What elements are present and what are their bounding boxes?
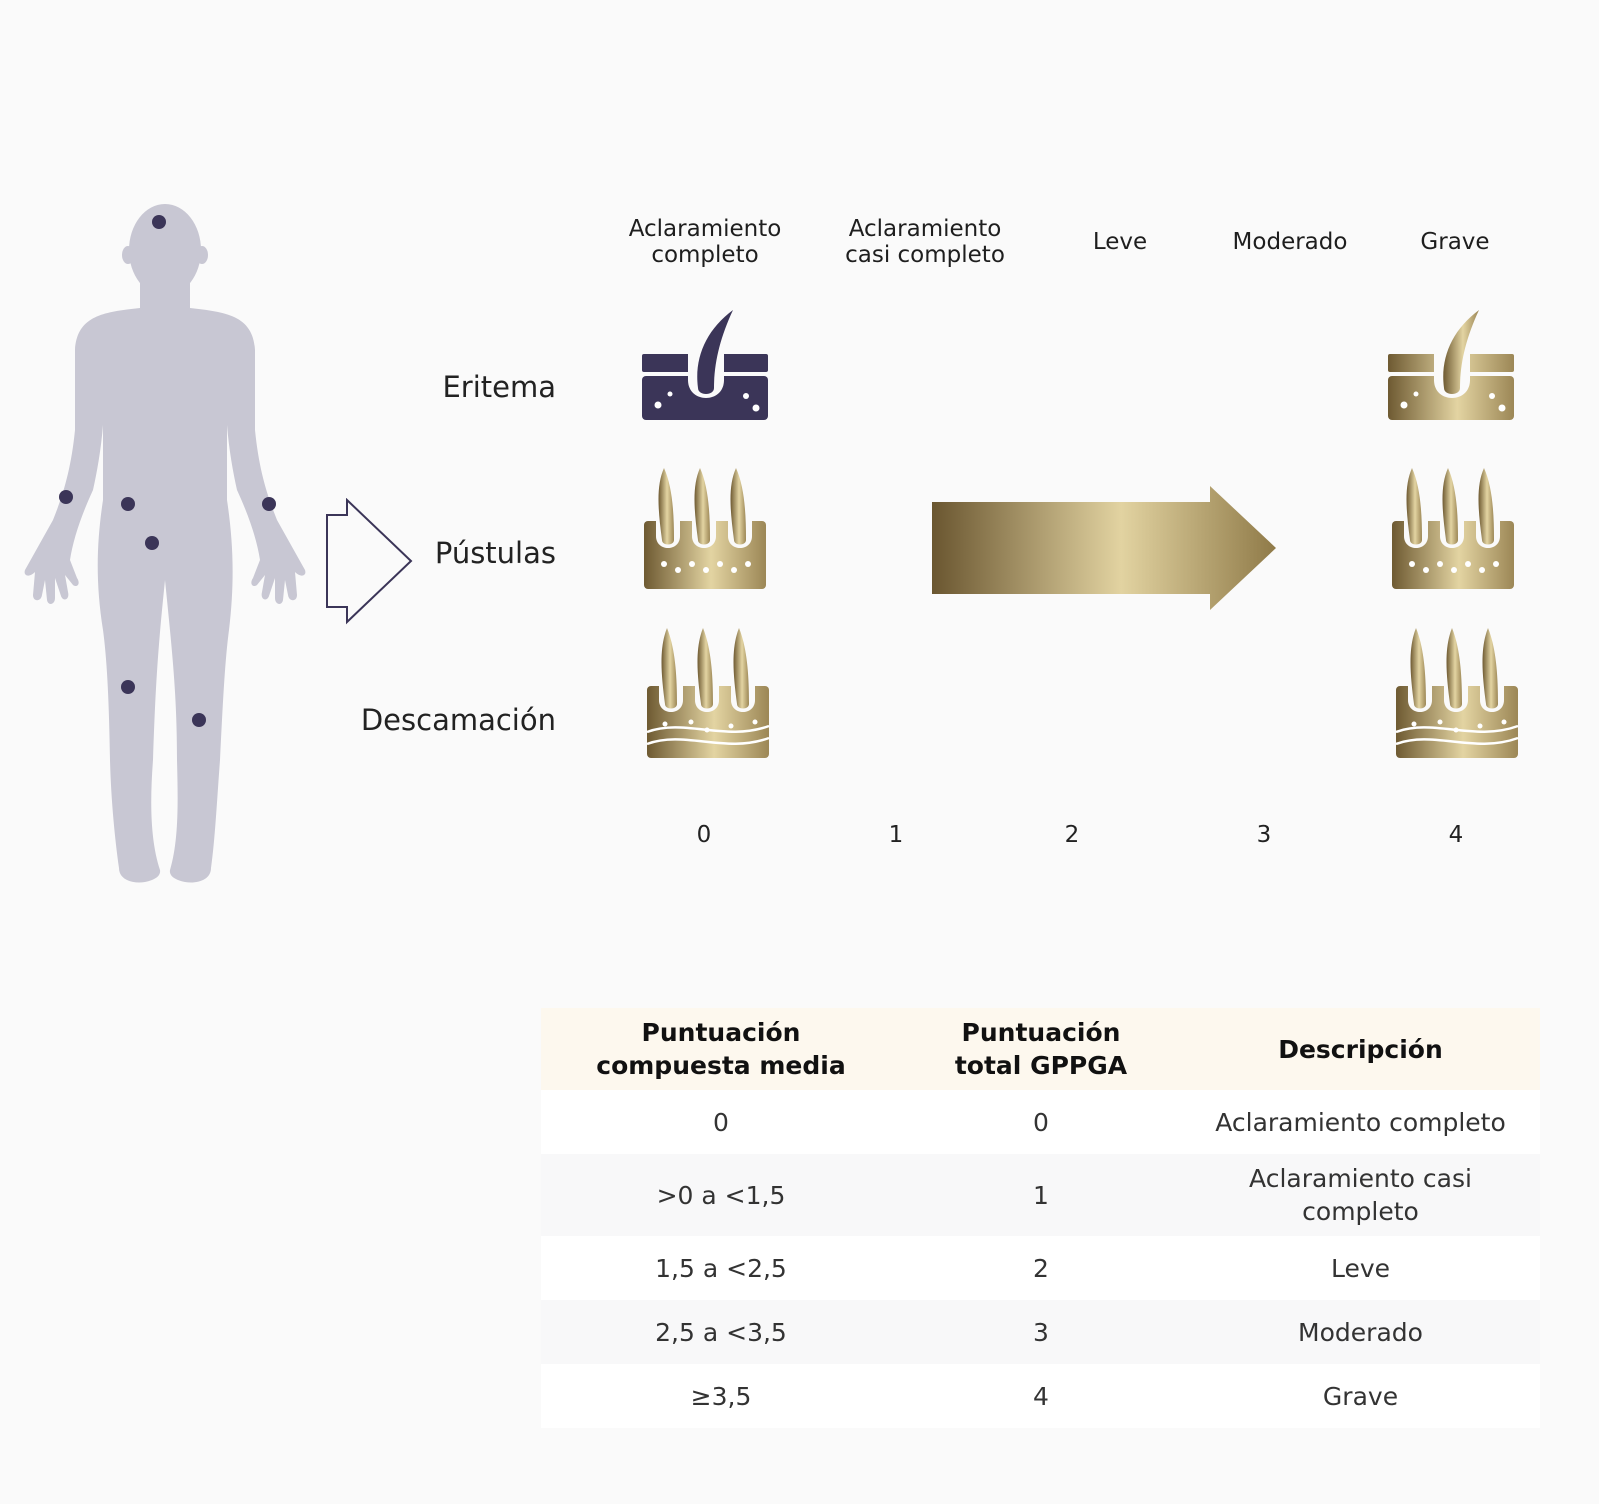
- table-cell: 4: [901, 1364, 1181, 1428]
- header-text: Puntuación compuesta media: [596, 1018, 846, 1080]
- table-cell: Moderado: [1181, 1300, 1540, 1364]
- severity-label-1: Aclaramiento casi completo: [845, 216, 1005, 268]
- table-row: ≥3,5 4 Grave: [541, 1364, 1540, 1428]
- gppga-table: Puntuación compuesta media Puntuación to…: [541, 1008, 1540, 1428]
- table-cell: >0 a <1,5: [541, 1154, 901, 1236]
- table-cell: Aclaramiento completo: [1181, 1090, 1540, 1154]
- row-label-pustulas: Pústulas: [434, 536, 556, 570]
- score-2: 2: [1064, 822, 1080, 848]
- score-4: 4: [1448, 822, 1464, 848]
- table-cell: 2,5 a <3,5: [541, 1300, 901, 1364]
- table-row: 2,5 a <3,5 3 Moderado: [541, 1300, 1540, 1364]
- table-row: 0 0 Aclaramiento completo: [541, 1090, 1540, 1154]
- table-cell: ≥3,5: [541, 1364, 901, 1428]
- score-1: 1: [888, 822, 904, 848]
- table-header-row: Puntuación compuesta media Puntuación to…: [541, 1008, 1540, 1090]
- human-body-silhouette-icon: [24, 204, 306, 883]
- gradient-arrow-icon: [932, 486, 1276, 610]
- table-cell: 2: [901, 1236, 1181, 1300]
- table-cell: 1: [901, 1154, 1181, 1236]
- severity-label-4: Grave: [1420, 229, 1490, 255]
- table-cell: Grave: [1181, 1364, 1540, 1428]
- skin-scaling-severe-icon: [1395, 628, 1519, 758]
- skin-scaling-clear-icon: [646, 628, 770, 758]
- skin-pustules-clear-icon: [644, 468, 766, 589]
- outline-arrow-icon: [326, 498, 413, 625]
- table-cell: 3: [901, 1300, 1181, 1364]
- skin-follicle-severe-icon: [1388, 310, 1514, 420]
- row-label-descamacion: Descamación: [360, 703, 556, 737]
- header-total-score: Puntuación total GPPGA: [901, 1008, 1181, 1090]
- table-cell: Leve: [1181, 1236, 1540, 1300]
- table-cell: Aclaramiento casi completo: [1181, 1154, 1540, 1236]
- score-3: 3: [1256, 822, 1272, 848]
- table-row: >0 a <1,5 1 Aclaramiento casi completo: [541, 1154, 1540, 1236]
- table-cell: 1,5 a <2,5: [541, 1236, 901, 1300]
- table-cell: 0: [901, 1090, 1181, 1154]
- severity-label-3: Moderado: [1232, 229, 1348, 255]
- header-mean-score: Puntuación compuesta media: [541, 1008, 901, 1090]
- skin-follicle-clear-icon: [642, 310, 768, 420]
- table-row: 1,5 a <2,5 2 Leve: [541, 1236, 1540, 1300]
- table-cell: 0: [541, 1090, 901, 1154]
- header-text: Puntuación total GPPGA: [954, 1018, 1128, 1080]
- skin-pustules-severe-icon: [1392, 468, 1514, 589]
- header-text: Descripción: [1278, 1034, 1443, 1064]
- row-label-eritema: Eritema: [442, 370, 556, 404]
- score-0: 0: [696, 822, 712, 848]
- severity-label-0: Aclaramiento completo: [628, 216, 782, 268]
- severity-label-2: Leve: [1092, 229, 1148, 255]
- header-description: Descripción: [1181, 1008, 1540, 1090]
